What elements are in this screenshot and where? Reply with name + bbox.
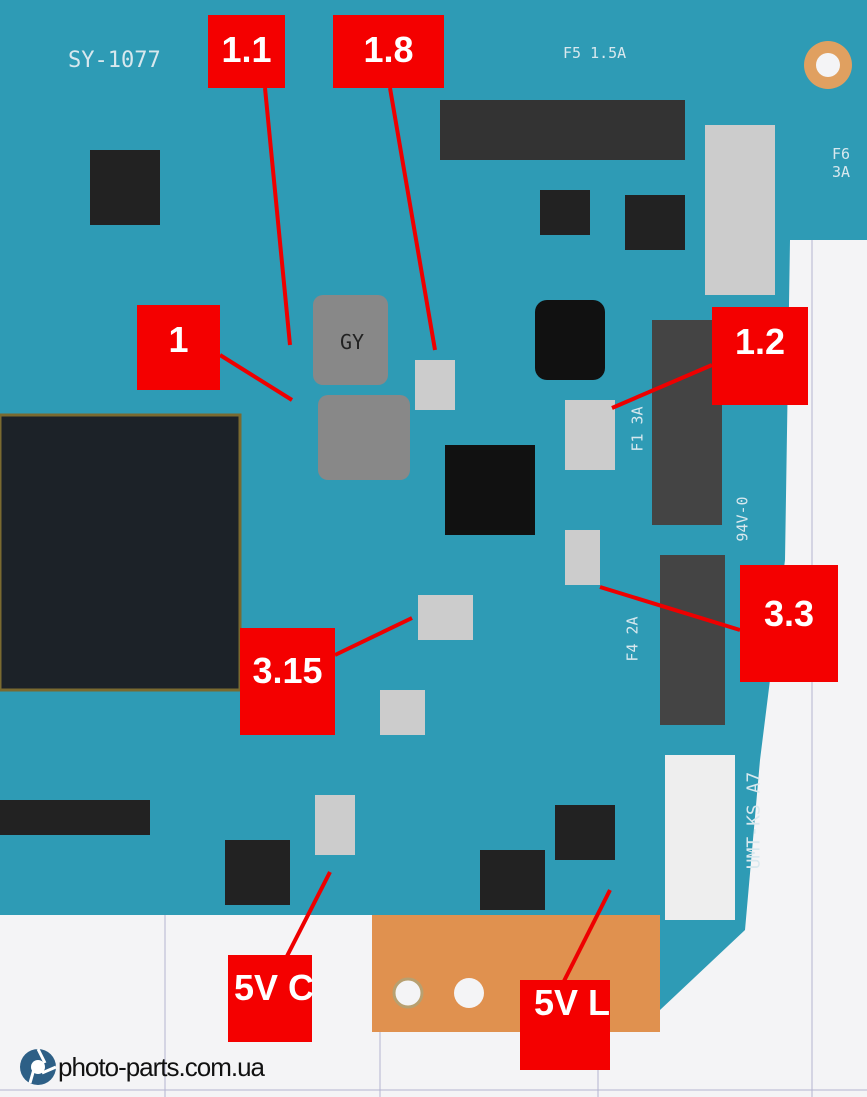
voltage-tag-1-1: 1.1 [208, 15, 285, 88]
silk-f6: F6 3A [832, 145, 851, 181]
board-outline [0, 0, 867, 1010]
main-processor-chip [0, 413, 242, 692]
copper-tab [372, 915, 660, 1032]
watermark-text: photo-parts.com.ua [58, 1051, 265, 1082]
voltage-tag-1-8: 1.8 [333, 15, 444, 88]
voltage-tag-1-2: 1.2 [712, 307, 808, 405]
silk-rating: 94V-0 [733, 496, 752, 542]
voltage-tag-3-15: 3.15 [240, 628, 335, 735]
camera-aperture-logo-icon [20, 1048, 57, 1085]
annotation-arrows [218, 87, 741, 986]
voltage-tag-5v-c: 5V C [228, 955, 314, 1042]
silk-f5: F5 1.5A [563, 44, 627, 62]
silk-board-id: SY-1077 [68, 48, 161, 73]
ic-chip [445, 445, 535, 535]
watermark: photo-parts.com.ua [18, 1045, 265, 1089]
silk-f1: F1 3A [628, 406, 647, 452]
silk-model: UMT-KS A7 [743, 771, 765, 870]
inductor-gy-2 [318, 395, 410, 480]
silk-inductor-gy: GY [340, 330, 365, 354]
voltage-tag-5v-l: 5V L [520, 980, 610, 1070]
inductor-gy-1 [313, 295, 388, 385]
voltage-tag-1: 1 [137, 305, 220, 390]
silk-f4: F4 2A [623, 616, 642, 662]
voltage-tag-3-3: 3.3 [740, 565, 838, 682]
